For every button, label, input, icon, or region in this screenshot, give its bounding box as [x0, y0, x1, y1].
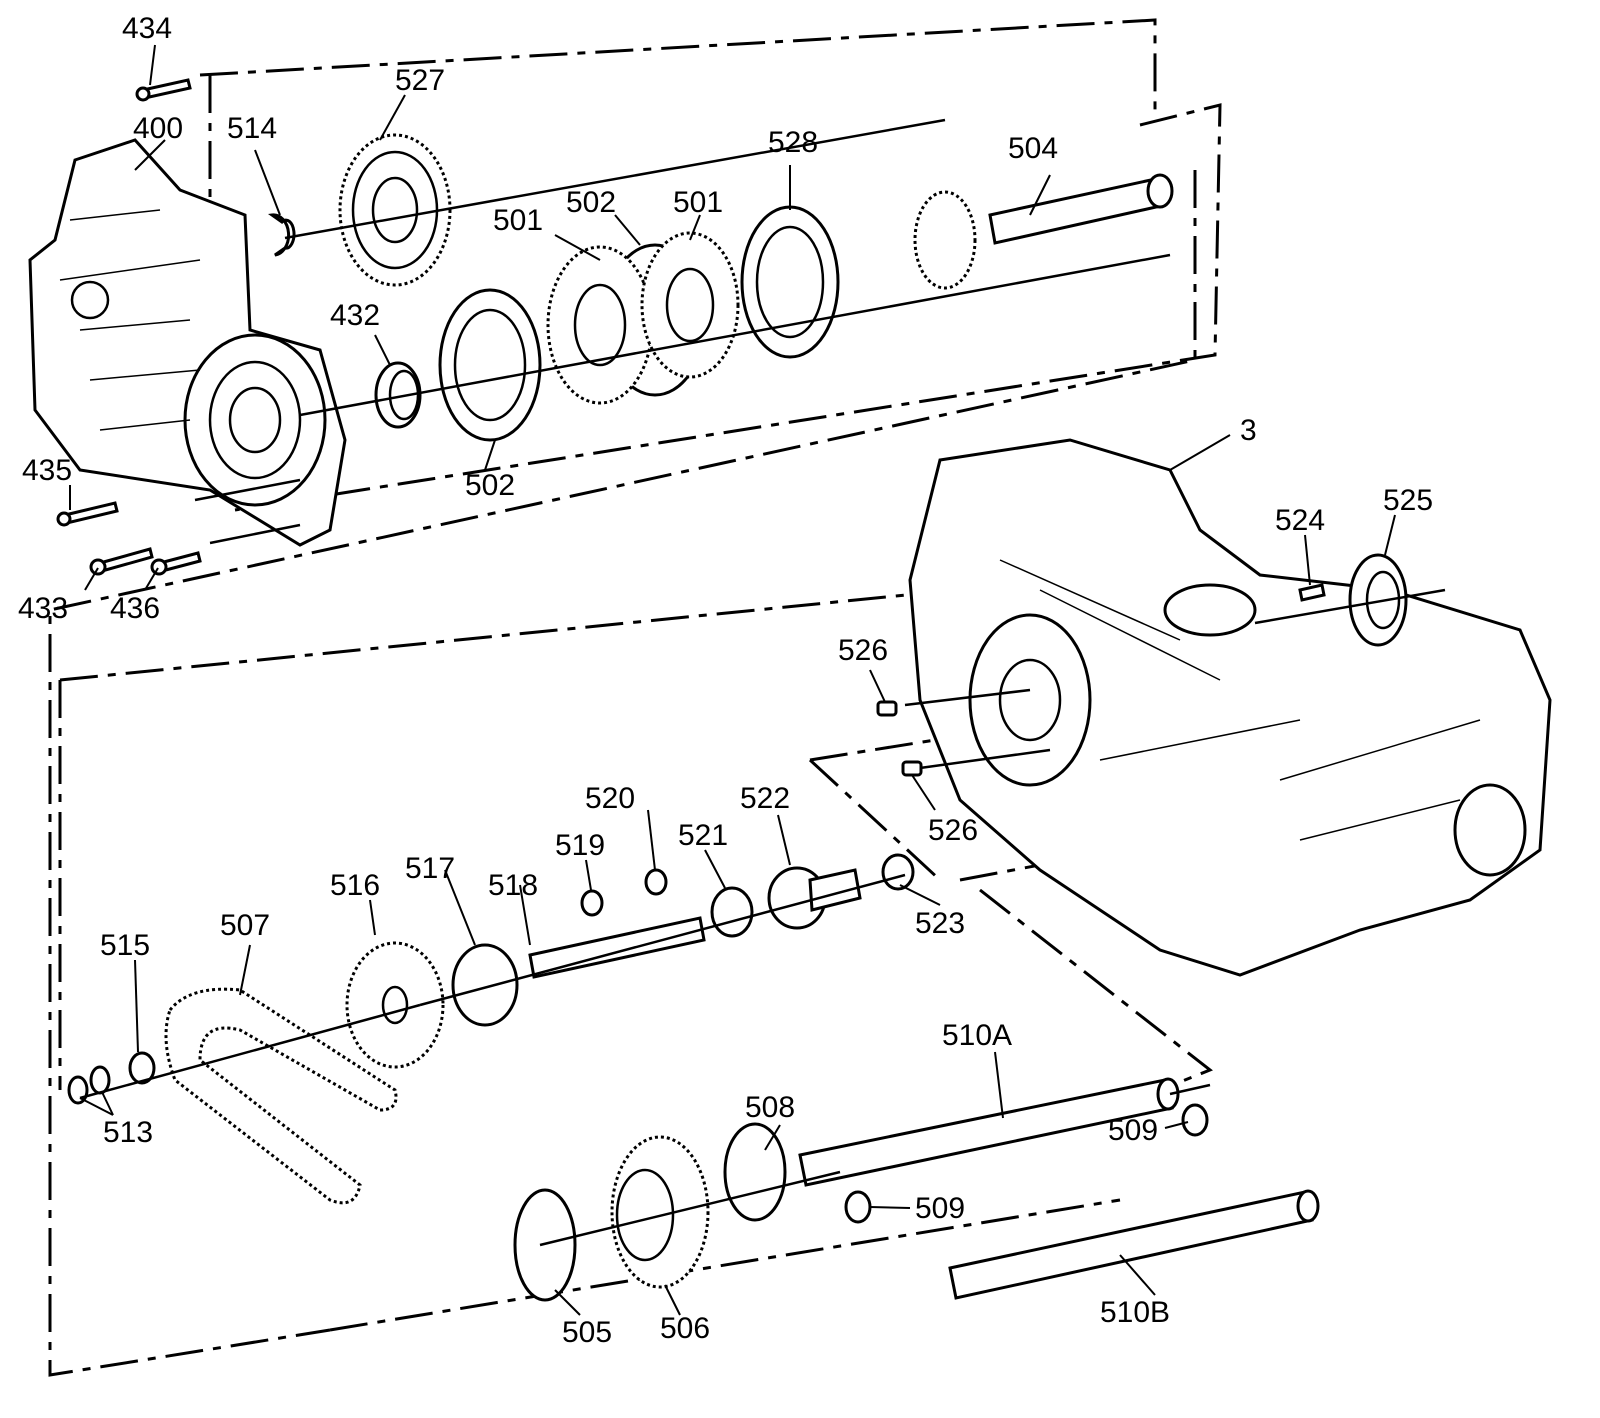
callout-517: 517 — [405, 852, 455, 885]
callout-527: 527 — [395, 64, 445, 97]
shaft-510A — [798, 1077, 1180, 1187]
callout-509-upper: 509 — [1108, 1114, 1158, 1147]
bushing-523 — [881, 853, 915, 891]
friction-disc-501-rear — [640, 231, 740, 379]
callout-526-upper: 526 — [838, 634, 888, 667]
callout-513: 513 — [103, 1116, 153, 1149]
seal-525 — [1348, 553, 1408, 647]
callout-433: 433 — [18, 592, 68, 625]
callout-502-lower: 502 — [465, 469, 515, 502]
axis-lines — [79, 118, 1446, 1247]
callout-510B: 510B — [1100, 1296, 1170, 1329]
sprocket-516 — [345, 941, 445, 1069]
bolt-524 — [1298, 583, 1326, 602]
callout-528: 528 — [768, 126, 818, 159]
friction-disc-501-front — [546, 245, 654, 405]
callout-524: 524 — [1275, 504, 1325, 537]
washers-519-520 — [580, 868, 668, 917]
callout-labels: 434 400 514 527 528 504 501 502 501 432 … — [18, 12, 1433, 1349]
callout-525: 525 — [1383, 484, 1433, 517]
transmission-case-3 — [908, 438, 1552, 977]
callout-518: 518 — [488, 869, 538, 902]
snap-ring-514 — [267, 213, 296, 257]
callout-522: 522 — [740, 782, 790, 815]
callout-510A: 510A — [942, 1019, 1012, 1052]
callout-435: 435 — [22, 454, 72, 487]
callout-519: 519 — [555, 829, 605, 862]
bearing-521 — [710, 886, 754, 938]
callout-501-front: 501 — [493, 204, 543, 237]
plate-508 — [723, 1122, 787, 1222]
sleeve-522 — [767, 866, 862, 930]
shaft-504 — [913, 173, 1174, 290]
shaft-510B — [948, 1189, 1320, 1300]
callout-521: 521 — [678, 819, 728, 852]
callout-508: 508 — [745, 1091, 795, 1124]
callout-506: 506 — [660, 1312, 710, 1345]
callout-523: 523 — [915, 907, 965, 940]
callout-400: 400 — [133, 112, 183, 145]
rings-509 — [844, 1103, 1209, 1224]
gear-plate-527 — [338, 133, 452, 287]
callout-504: 504 — [1008, 132, 1058, 165]
pins-526 — [876, 700, 923, 777]
callout-501-rear: 501 — [673, 186, 723, 219]
gear-506 — [610, 1135, 710, 1289]
callout-509-lower: 509 — [915, 1192, 965, 1225]
bolts — [56, 78, 202, 576]
chain-507 — [164, 987, 398, 1205]
callout-434: 434 — [122, 12, 172, 45]
leader-lines — [69, 44, 1396, 1316]
callout-502-upper: 502 — [566, 186, 616, 219]
plate-528 — [740, 205, 840, 359]
ring-432 — [374, 361, 422, 429]
plate-502-lower — [438, 288, 542, 442]
callout-507: 507 — [220, 909, 270, 942]
callout-526-lower: 526 — [928, 814, 978, 847]
callout-520: 520 — [585, 782, 635, 815]
callout-514: 514 — [227, 112, 277, 145]
callout-505: 505 — [562, 1316, 612, 1349]
plate-517 — [451, 943, 519, 1027]
rings-513-515 — [67, 1051, 156, 1105]
callout-515: 515 — [100, 929, 150, 962]
callout-436: 436 — [110, 592, 160, 625]
parts — [28, 78, 1552, 1302]
callout-3: 3 — [1240, 414, 1257, 447]
shaft-518 — [528, 916, 706, 979]
callout-432: 432 — [330, 299, 380, 332]
callout-516: 516 — [330, 869, 380, 902]
case-cover-400 — [28, 138, 347, 547]
